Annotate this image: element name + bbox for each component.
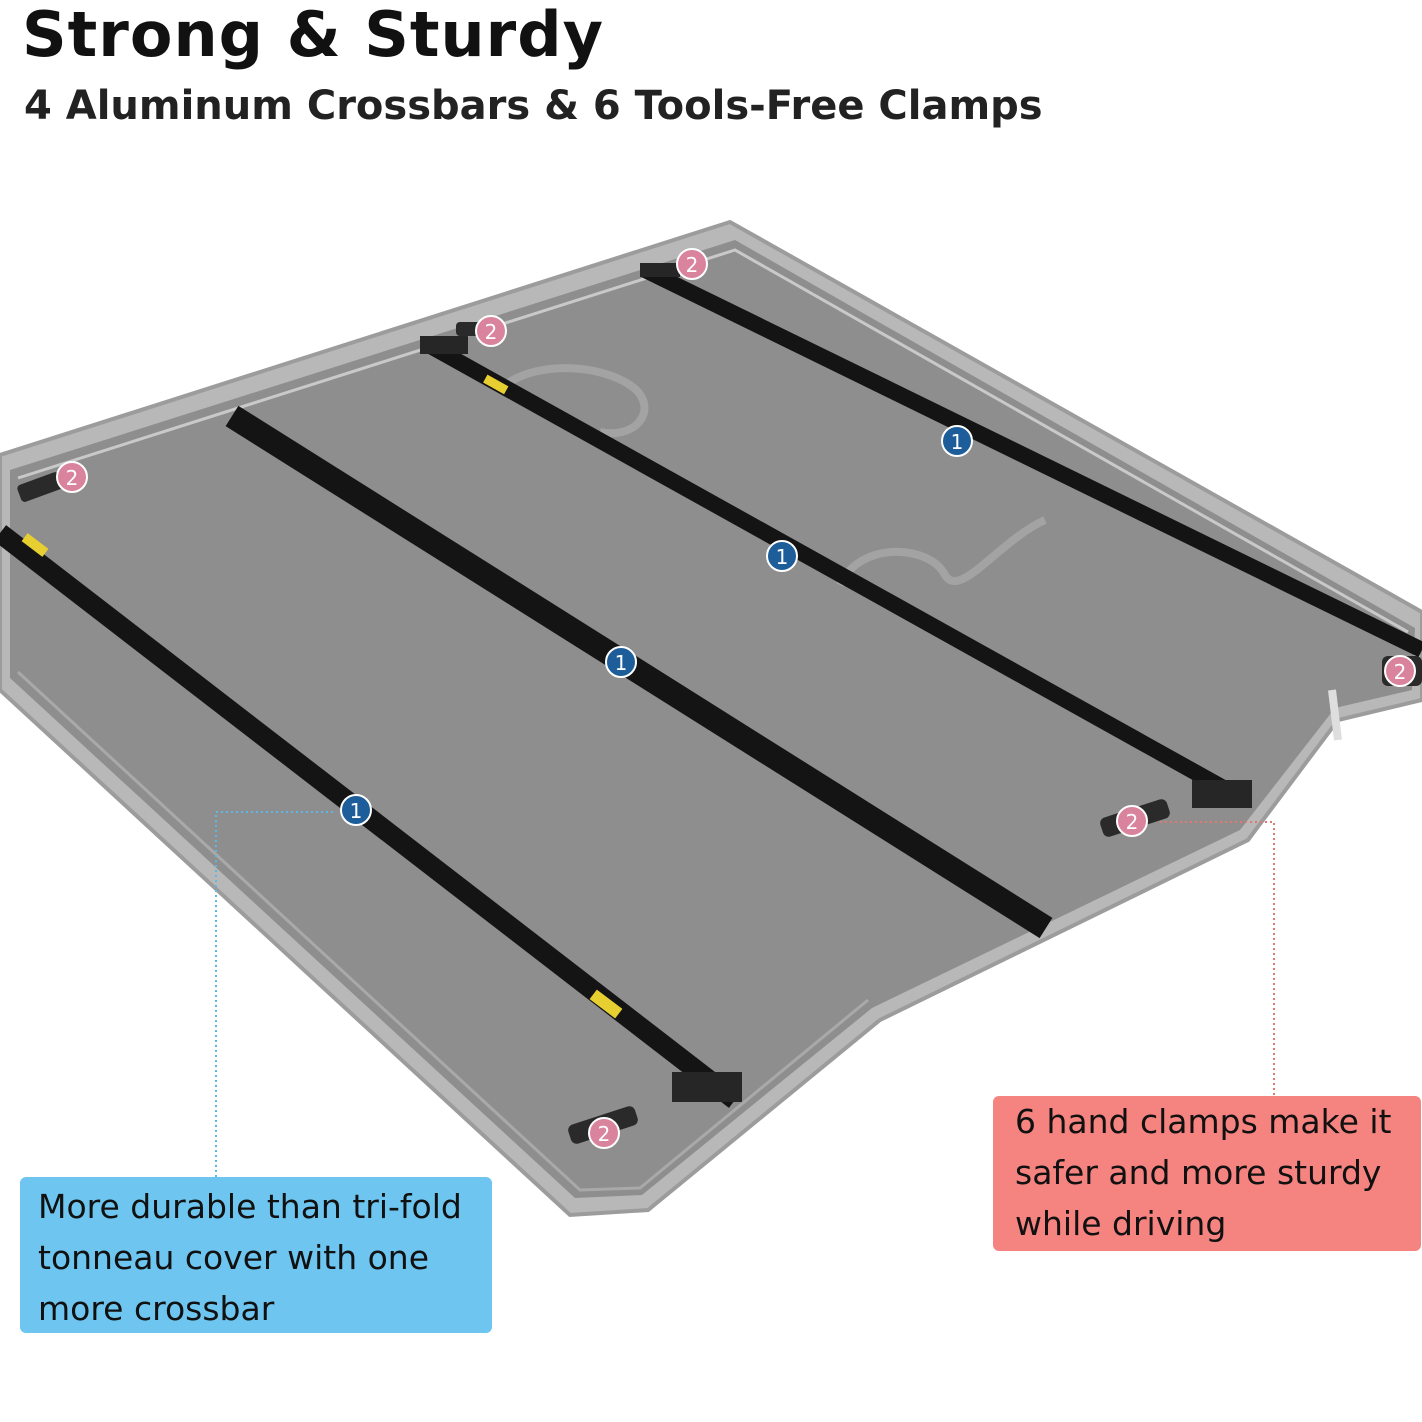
clamp xyxy=(17,472,63,502)
warning-label xyxy=(21,533,49,557)
callout-durable: More durable than tri-fold tonneau cover… xyxy=(20,1177,492,1333)
clamp-marker-label: 2 xyxy=(1394,660,1407,684)
clamp-marker-label: 2 xyxy=(1126,810,1139,834)
page-title: Strong & Sturdy xyxy=(22,0,605,71)
clamp-marker-label: 2 xyxy=(66,466,79,490)
numbered-circle-icon xyxy=(340,794,372,826)
callout-clamps-line: safer and more sturdy xyxy=(1015,1153,1382,1192)
numbered-circle-icon xyxy=(1384,655,1416,687)
crossbar-4 xyxy=(641,262,1422,658)
clamp-marker-label: 2 xyxy=(686,253,699,277)
crossbar-marker: 1 xyxy=(605,646,637,678)
clamp xyxy=(640,263,680,277)
clamp-marker: 2 xyxy=(1116,805,1148,837)
page-subtitle: 4 Aluminum Crossbars & 6 Tools-Free Clam… xyxy=(24,83,1043,129)
numbered-circle-icon xyxy=(56,461,88,493)
leader-line-clamp xyxy=(1160,821,1275,1096)
callout-clamps: 6 hand clamps make it safer and more stu… xyxy=(993,1096,1421,1251)
callout-clamps-line: 6 hand clamps make it xyxy=(1015,1102,1392,1141)
numbered-circle-icon xyxy=(941,425,973,457)
crossbar-2 xyxy=(225,405,1053,939)
clamp-marker: 2 xyxy=(588,1117,620,1149)
strap xyxy=(502,364,649,438)
callout-durable-line: More durable than tri-fold xyxy=(38,1187,462,1226)
crossbar-3 xyxy=(421,336,1249,807)
crossbar-marker-label: 1 xyxy=(615,651,628,675)
warning-label xyxy=(483,374,509,395)
leader-line-crossbar xyxy=(215,811,333,1177)
clamp-marker: 2 xyxy=(475,315,507,347)
callout-durable-line: tonneau cover with one xyxy=(38,1238,430,1277)
clamp-marker: 2 xyxy=(56,461,88,493)
numbered-circle-icon xyxy=(766,540,798,572)
crossbar-marker: 1 xyxy=(340,794,372,826)
numbered-circle-icon xyxy=(588,1117,620,1149)
cover-frame-edge xyxy=(16,670,869,1192)
clamp-marker: 2 xyxy=(1384,655,1416,687)
crossbar-marker: 1 xyxy=(941,425,973,457)
numbered-circle-icon xyxy=(1116,805,1148,837)
warning-label xyxy=(589,989,623,1019)
fold-seam xyxy=(1328,689,1342,741)
clamp-marker-label: 2 xyxy=(485,320,498,344)
crossbar-marker-label: 1 xyxy=(951,430,964,454)
numbered-circle-icon xyxy=(605,646,637,678)
clamp-marker: 2 xyxy=(676,248,708,280)
strap xyxy=(836,516,1047,587)
crossbar-marker-label: 1 xyxy=(776,545,789,569)
crossbar-marker-label: 1 xyxy=(350,799,363,823)
cover-frame-edge xyxy=(17,248,1409,634)
numbered-circle-icon xyxy=(475,315,507,347)
crossbar-marker: 1 xyxy=(766,540,798,572)
callout-clamps-line: while driving xyxy=(1015,1204,1227,1243)
callout-durable-line: more crossbar xyxy=(38,1289,275,1328)
clamp-marker-label: 2 xyxy=(598,1122,611,1146)
numbered-circle-icon xyxy=(676,248,708,280)
